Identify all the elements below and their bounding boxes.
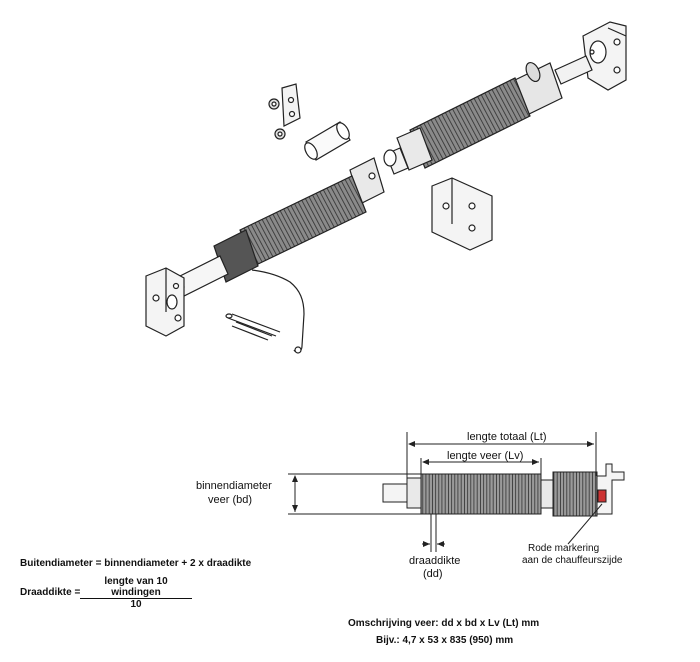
side-end-bracket (596, 463, 625, 515)
side-shaft (382, 483, 408, 503)
side-coil-dense (552, 471, 598, 517)
marking-wire (251, 269, 305, 353)
label-binnendiameter: binnendiameter (196, 480, 272, 492)
label-chauffeurszijde: aan de chauffeurszijde (522, 555, 623, 566)
label-lengte-totaal: lengte totaal (Lt) (467, 431, 547, 443)
label-lengte-veer: lengte veer (Lv) (447, 450, 524, 462)
small-bracket-middle (281, 83, 301, 127)
formula-draaddikte-fraction: lengte van 10 windingen 10 (80, 576, 192, 610)
nut-bottom (274, 128, 286, 140)
formula-denominator: 10 (130, 599, 142, 610)
coupling-tube (304, 121, 351, 161)
spring-coil-left (239, 175, 367, 267)
side-coil (420, 473, 542, 515)
formula-numerator: lengte van 10 windingen (80, 576, 192, 599)
label-draaddikte-dd: (dd) (423, 568, 443, 580)
bracket-top-right (582, 21, 627, 91)
cone-plug-right (383, 127, 433, 175)
red-marking (597, 489, 607, 503)
description-line2: Bijv.: 4,7 x 53 x 835 (950) mm (376, 635, 514, 646)
marking-leader (567, 503, 603, 545)
description-line1: Omschrijving veer: dd x bd x Lv (Lt) mm (348, 618, 540, 629)
bracket-middle-right (431, 177, 493, 251)
label-rode-markering: Rode markering (528, 543, 600, 554)
nut-top (268, 98, 280, 110)
end-cap-right (514, 61, 563, 116)
formula-draaddikte-prefix: Draaddikte = (20, 587, 81, 598)
label-draaddikte: draaddikte (409, 555, 461, 567)
formula-buitendiameter: Buitendiameter = binnendiameter + 2 x dr… (20, 558, 252, 569)
side-view (288, 432, 625, 552)
shaft-right (554, 55, 593, 85)
split-pins (225, 313, 281, 341)
bracket-bottom-left (145, 267, 185, 337)
label-binnendiameter-bd: veer (bd) (208, 494, 253, 506)
exploded-view (145, 21, 627, 354)
